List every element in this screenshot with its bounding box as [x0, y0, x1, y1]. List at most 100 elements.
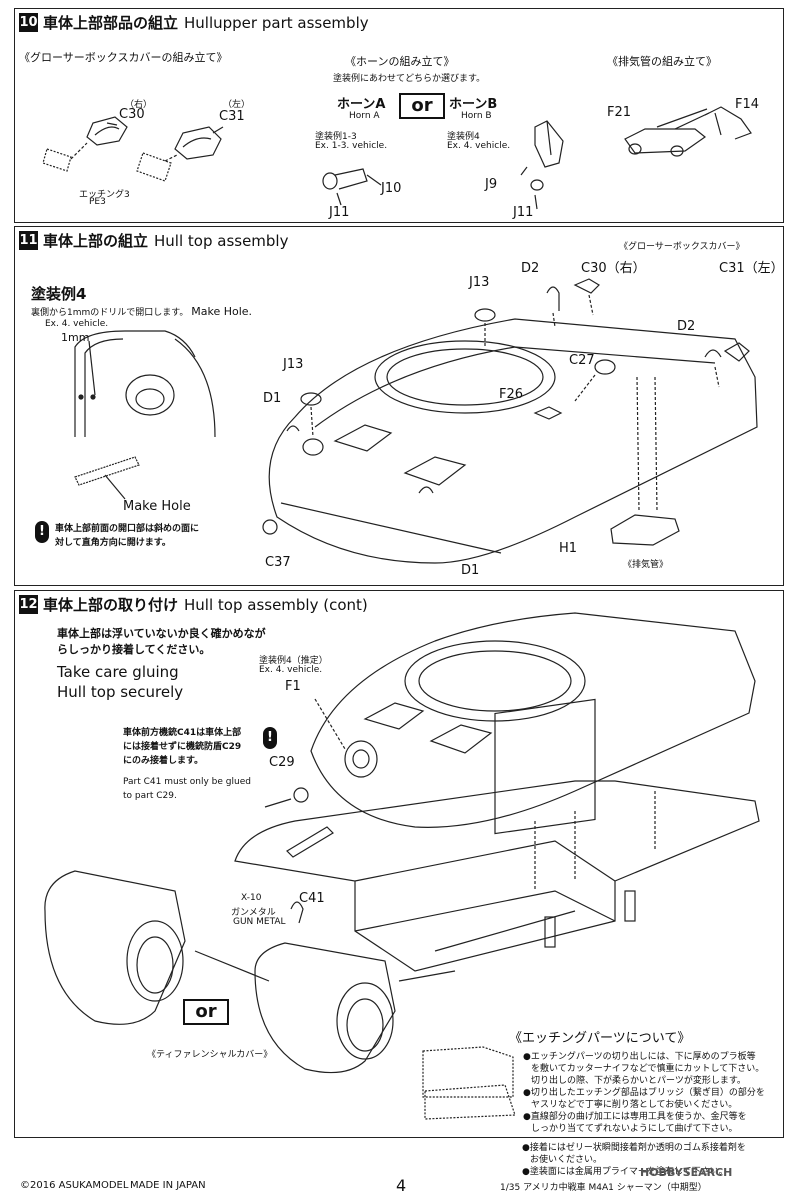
step-number: 10: [19, 13, 38, 32]
warning-line-2: 対して直角方向に開けます。: [55, 538, 171, 548]
step-10-illustration: [42, 106, 752, 210]
step-title-jp: 車体上部部品の組立: [43, 14, 179, 32]
step-11-panel: 11 車体上部の組立 Hull top assembly: [14, 226, 784, 586]
part-j13-b: J13: [283, 357, 304, 372]
paint-code: X-10: [241, 893, 262, 903]
etching-bullet-1: ●エッチングパーツの切り出しには、下に厚めのプラ板等: [523, 1052, 756, 1062]
note-en-1: Take care gluing: [57, 663, 179, 681]
paint-name-jp: ガンメタル: [231, 908, 276, 918]
step-number: 12: [19, 595, 38, 614]
hole-size: 1mm: [61, 331, 90, 344]
copyright: ©2016 ASUKAMODEL: [20, 1180, 129, 1191]
horn-note: 塗装例にあわせてどちらか選びます。: [333, 74, 486, 84]
warning-line-1: 車体上部前面の開口部は斜めの面に: [55, 524, 200, 534]
step-title-jp: 車体上部の組立: [43, 232, 149, 250]
part-c31: C31: [219, 109, 245, 124]
part-c31: C31（左）: [719, 261, 784, 276]
step-title: 車体上部の取り付け Hull top assembly (cont): [43, 594, 368, 615]
etching-bullet-4: ●切り出したエッチング部品はブリッジ（繋ぎ目）の部分を: [523, 1088, 765, 1098]
warning-icon: !: [35, 521, 49, 543]
horn-a-example-jp: 塗装例1-3: [315, 132, 357, 142]
ex-vehicle: Ex. 4. vehicle.: [259, 665, 323, 675]
exhaust-heading: 《排気管の組み立て》: [607, 55, 717, 68]
mg-note-en-2: to part C29.: [123, 791, 177, 801]
part-c41: C41: [299, 891, 325, 906]
part-f14: F14: [735, 97, 760, 112]
warning-icon: !: [263, 727, 277, 749]
etching-bullet-8: ●接着にはゼリー状瞬間接着剤か透明のゴム系接着剤を: [522, 1143, 746, 1153]
etching-heading: 《エッチングパーツについて》: [509, 1031, 691, 1046]
step-11-illustration: [74, 278, 758, 564]
ex-vehicle: Ex. 4. vehicle.: [45, 319, 109, 329]
paint-example-label: 塗装例4: [31, 285, 87, 303]
etching-bullet-3: 切り出しの際、下が柔らかいとパーツが変形します。: [531, 1076, 746, 1086]
step-title-en: Hullupper part assembly: [184, 14, 369, 32]
grouser-heading: 《グローサーボックスカバーの組み立て》: [19, 51, 228, 64]
part-c27: C27: [569, 353, 595, 368]
horn-b-label: ホーンB: [449, 97, 498, 112]
step-title-en: Hull top assembly (cont): [184, 596, 368, 614]
made-in: MADE IN JAPAN: [130, 1180, 206, 1191]
part-f21: F21: [607, 105, 632, 120]
step-title: 車体上部の組立 Hull top assembly: [43, 230, 288, 251]
manual-title: 1/35 アメリカ中戦車 M4A1 シャーマン（中期型）: [500, 1183, 707, 1193]
part-d1: D1: [263, 391, 282, 406]
etching-code: PE3: [89, 197, 106, 207]
etching-bullet-10: ●塗装面には金属用プライマーを塗布して下さい。: [522, 1167, 728, 1177]
step-12-panel: 12 車体上部の取り付け Hull top assembly (cont): [14, 590, 784, 1138]
step-number: 11: [19, 231, 38, 250]
diff-cover-label: 《ティファレンシャルカバー》: [147, 1050, 273, 1060]
part-j10: J10: [381, 181, 402, 196]
page-number: 4: [396, 1176, 407, 1195]
drill-note-en: Make Hole.: [191, 305, 253, 318]
drill-note: 裏側から1mmのドリルで開口します。 Make Hole.: [31, 305, 252, 318]
horn-a-en: Horn A: [349, 111, 380, 121]
mg-note-en-1: Part C41 must only be glued: [123, 777, 251, 787]
step-title: 車体上部部品の組立 Hullupper part assembly: [43, 12, 369, 33]
part-d2: D2: [521, 261, 540, 276]
left-mark: （左）: [223, 100, 251, 110]
step-title-jp: 車体上部の取り付け: [43, 596, 179, 614]
drill-note-jp: 裏側から1mmのドリルで開口します。: [31, 308, 189, 318]
etching-bullet-7: しっかり当ててずれないようにして曲げて下さい。: [531, 1124, 738, 1134]
part-j9: J9: [485, 177, 498, 192]
etching-bullet-9: お使いください。: [530, 1155, 603, 1165]
part-j11-b: J11: [513, 205, 534, 220]
or-box: or: [183, 999, 229, 1025]
part-h1: H1: [559, 541, 578, 556]
step-title-en: Hull top assembly: [154, 232, 289, 250]
note-jp-1: 車体上部は浮いていないか良く確かめなが: [57, 627, 266, 640]
etching-bullet-5: ヤスリなどで丁寧に削り落としてお使いください。: [531, 1100, 738, 1110]
part-c29: C29: [269, 755, 295, 770]
mg-note-jp-2: には接着せずに機銃防盾C29: [123, 742, 242, 752]
etching-bullet-6: ●直線部分の曲げ加工には専用工具を使うか、金尺等を: [523, 1112, 747, 1122]
grouser-label: 《グローサーボックスカバー》: [619, 242, 745, 252]
part-f26: F26: [499, 387, 524, 402]
part-j13: J13: [469, 275, 490, 290]
part-c37: C37: [265, 555, 291, 570]
horn-b-example-jp: 塗装例4: [447, 132, 480, 142]
part-c30: C30: [119, 107, 145, 122]
part-j11: J11: [329, 205, 350, 220]
horn-a-example-en: Ex. 1-3. vehicle.: [315, 141, 388, 151]
part-c30: C30（右）: [581, 261, 646, 276]
horn-b-en: Horn B: [461, 111, 492, 121]
step-12-illustration: [44, 612, 760, 1120]
step-10-panel: 10 車体上部部品の組立 Hullupper part assembly: [14, 8, 784, 223]
paint-name-en: GUN METAL: [233, 917, 286, 927]
mg-note-jp-1: 車体前方機銃C41は車体上部: [123, 728, 242, 738]
or-box: or: [399, 93, 445, 119]
part-d2-b: D2: [677, 319, 696, 334]
paint-example-label: 塗装例4（推定）: [259, 656, 328, 666]
make-hole-label: Make Hole: [123, 499, 191, 514]
part-d1-b: D1: [461, 563, 480, 578]
mg-note-jp-3: にのみ接着します。: [123, 756, 204, 766]
horn-a-label: ホーンA: [337, 97, 386, 112]
horn-b-example-en: Ex. 4. vehicle.: [447, 141, 511, 151]
watermark: HOBBYSEARCH: [640, 1166, 733, 1179]
horn-heading: 《ホーンの組み立て》: [345, 55, 455, 68]
part-f1: F1: [285, 679, 301, 694]
note-jp-2: らしっかり接着してください。: [57, 643, 211, 656]
etching-label: エッチング3: [79, 190, 130, 200]
note-en-2: Hull top securely: [57, 683, 184, 701]
